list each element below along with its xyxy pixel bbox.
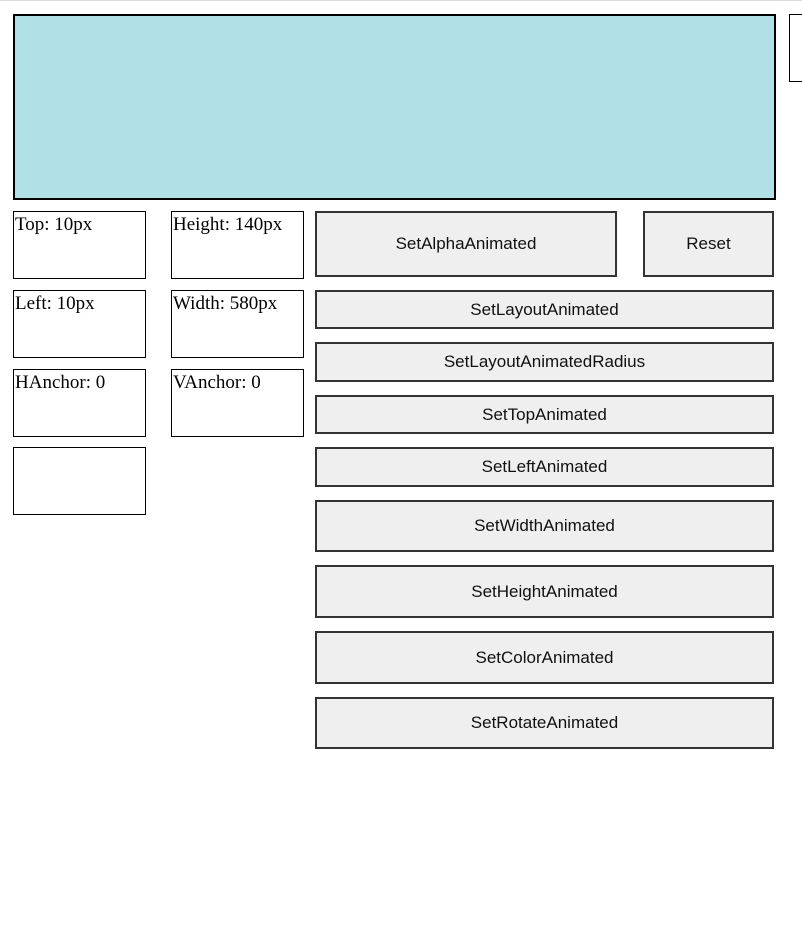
top-info-box: Top: 10px (13, 211, 146, 279)
set-alpha-animated-button[interactable]: SetAlphaAnimated (315, 211, 617, 277)
height-info-box: Height: 140px (171, 211, 304, 279)
set-layout-animated-radius-button[interactable]: SetLayoutAnimatedRadius (315, 342, 774, 382)
set-left-animated-button[interactable]: SetLeftAnimated (315, 447, 774, 487)
top-divider (0, 0, 802, 1)
vanchor-info-box: VAnchor: 0 (171, 369, 304, 437)
set-height-animated-button[interactable]: SetHeightAnimated (315, 565, 774, 618)
set-rotate-animated-button[interactable]: SetRotateAnimated (315, 697, 774, 749)
empty-info-box (13, 447, 146, 515)
animated-box (13, 14, 776, 200)
width-info-box: Width: 580px (171, 290, 304, 358)
offscreen-box (789, 14, 802, 82)
reset-button[interactable]: Reset (643, 211, 774, 277)
hanchor-info-box: HAnchor: 0 (13, 369, 146, 437)
set-layout-animated-button[interactable]: SetLayoutAnimated (315, 290, 774, 329)
left-info-box: Left: 10px (13, 290, 146, 358)
set-top-animated-button[interactable]: SetTopAnimated (315, 395, 774, 434)
set-width-animated-button[interactable]: SetWidthAnimated (315, 500, 774, 552)
set-color-animated-button[interactable]: SetColorAnimated (315, 631, 774, 684)
